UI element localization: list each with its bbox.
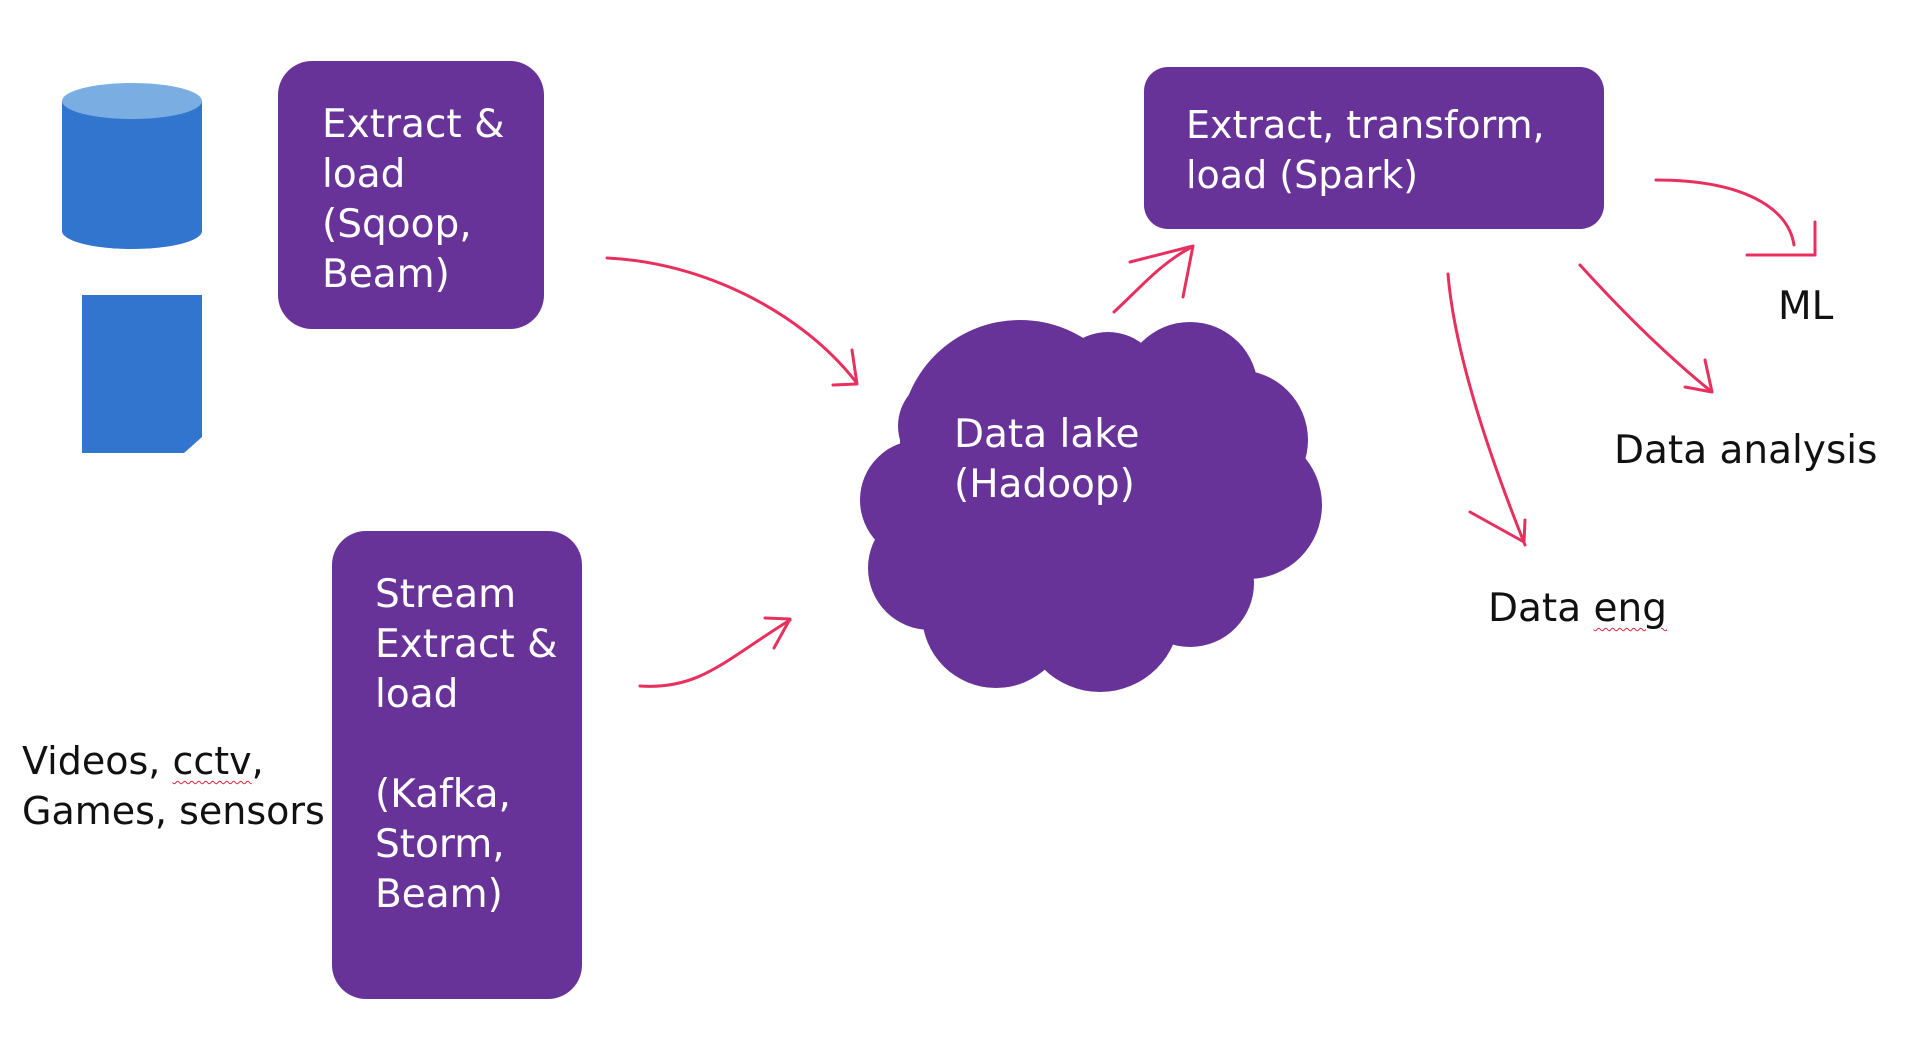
data-lake-cloud bbox=[860, 320, 1322, 692]
text-line: load bbox=[322, 152, 406, 197]
sources-label: Videos, cctv, Games, sensors bbox=[22, 736, 325, 836]
arrow-etl-to-analysis bbox=[1578, 263, 1714, 394]
etl-box bbox=[1144, 67, 1604, 229]
arrow-etl-to-ml bbox=[1654, 178, 1817, 257]
stream-text: Stream Extract & load (Kafka, Storm, Bea… bbox=[375, 570, 558, 920]
spelling-flagged-word: cctv bbox=[172, 739, 252, 783]
arrow-lake-to-etl bbox=[1112, 244, 1195, 314]
database-cylinder-icon bbox=[62, 83, 202, 249]
database-top bbox=[62, 83, 202, 119]
sources-text-c: , bbox=[251, 739, 264, 783]
text-line: Storm, bbox=[375, 822, 505, 867]
database-body bbox=[62, 101, 202, 249]
arrow-stream-to-lake bbox=[638, 616, 792, 688]
ml-label: ML bbox=[1778, 284, 1834, 329]
text-line: load bbox=[375, 672, 459, 717]
text-line: Stream bbox=[375, 572, 517, 617]
text-line bbox=[375, 720, 558, 770]
stream-box bbox=[332, 531, 582, 999]
text-line: Extract & bbox=[322, 102, 505, 147]
data-eng-label: Data eng bbox=[1488, 584, 1667, 634]
document-page-icon bbox=[82, 295, 202, 453]
cloud-lobe bbox=[988, 380, 1228, 620]
extract-load-text: Extract & load (Sqoop, Beam) bbox=[322, 100, 505, 300]
text-line: (Hadoop) bbox=[954, 462, 1135, 507]
sources-text-a: Videos, bbox=[22, 739, 173, 783]
data-analysis-label: Data analysis bbox=[1614, 428, 1878, 473]
extract-load-box bbox=[278, 61, 544, 329]
text-line: Beam) bbox=[375, 872, 503, 917]
text-line: Beam) bbox=[322, 252, 450, 297]
sources-label-line2: Games, sensors bbox=[22, 789, 325, 833]
spelling-flagged-word: eng bbox=[1593, 586, 1667, 631]
text-line: (Kafka, bbox=[375, 772, 511, 817]
data-eng-text-a: Data bbox=[1488, 586, 1594, 631]
text-line: Extract, transform, bbox=[1186, 103, 1545, 147]
etl-text: Extract, transform, load (Spark) bbox=[1186, 100, 1545, 200]
text-line: (Sqoop, bbox=[322, 202, 472, 247]
cloud-lobe bbox=[898, 376, 998, 476]
data-lake-text: Data lake (Hadoop) bbox=[954, 410, 1139, 510]
arrow-extract-to-lake bbox=[605, 256, 859, 387]
arrow-etl-to-eng bbox=[1446, 272, 1527, 547]
text-line: load (Spark) bbox=[1186, 153, 1419, 197]
text-line: Extract & bbox=[375, 622, 558, 667]
sources-label-line1: Videos, cctv, bbox=[22, 736, 325, 786]
text-line: Data lake bbox=[954, 412, 1140, 457]
